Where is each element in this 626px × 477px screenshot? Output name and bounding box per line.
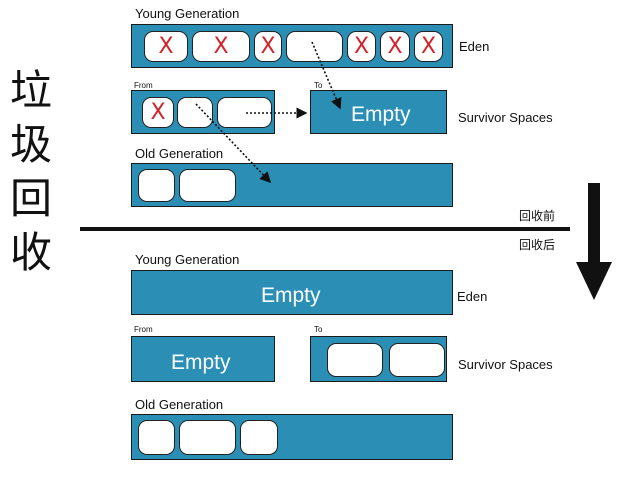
eden-object: X [192,31,250,62]
eden-region-before: X X X X X X [131,24,453,68]
eden-object: X [144,31,188,62]
from-live-object [177,97,213,128]
young-generation-label-after: Young Generation [135,252,240,267]
eden-label: Eden [459,39,490,54]
to-empty-text: Empty [351,103,411,126]
down-arrow-icon [576,183,612,300]
eden-object: X [254,31,282,62]
eden-to-survivor-arrow [311,41,342,110]
garbage-x-icon: X [213,33,229,59]
young-generation-label: Young Generation [135,6,240,21]
to-object [389,343,445,377]
old-generation-before [131,163,453,207]
from-label: From [134,81,153,90]
survivor-spaces-label-after: Survivor Spaces [458,357,553,372]
to-space-after [310,336,447,382]
title-char-2: 圾 [10,120,53,169]
eden-region-after: Empty [131,270,453,315]
from-space-after: Empty [131,336,275,382]
old-generation-label: Old Generation [135,146,224,161]
title-char-3: 回 [10,174,53,223]
old-object [179,420,236,455]
to-object [327,343,383,377]
to-label: To [314,81,323,90]
to-label-after: To [314,325,323,334]
after-label: 回收后 [519,238,556,252]
title-char-1: 垃 [10,66,53,115]
old-object [179,169,236,202]
garbage-x-icon: X [158,33,174,59]
before-label: 回收前 [519,209,556,223]
eden-object: X [414,31,443,62]
survivor-spaces-label: Survivor Spaces [458,110,553,125]
old-object [240,420,278,455]
from-to-old-arrow [195,103,272,184]
old-generation-label-after: Old Generation [135,397,224,412]
old-generation-after [131,414,453,460]
eden-empty-text: Empty [261,284,321,307]
from-object: X [142,97,174,128]
eden-object: X [347,31,376,62]
garbage-x-icon: X [387,33,403,59]
garbage-x-icon: X [420,33,437,59]
from-label-after: From [134,325,153,334]
old-object [138,169,175,202]
garbage-x-icon: X [260,33,276,59]
eden-object: X [380,31,410,62]
garbage-x-icon: X [150,99,166,125]
from-empty-text: Empty [171,351,231,374]
old-object [138,420,175,455]
garbage-x-icon: X [353,33,370,59]
title-char-4: 收 [10,228,53,277]
eden-label-after: Eden [457,289,488,304]
